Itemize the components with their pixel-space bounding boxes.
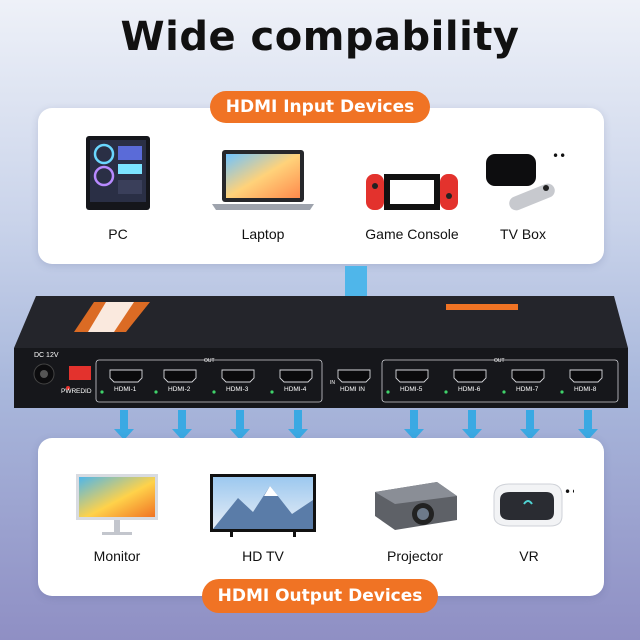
input-section-title: HDMI Input Devices: [210, 91, 430, 123]
edid-label: EDID: [76, 388, 92, 395]
power-label: DC 12V: [34, 352, 59, 359]
device-label-tv-box: TV Box: [500, 226, 546, 242]
pc-tower-icon: [86, 136, 150, 210]
port-label-hdmi-5: HDMI-5: [400, 386, 423, 393]
port-label-hdmi-6: HDMI-6: [458, 386, 481, 393]
output-section-title: HDMI Output Devices: [202, 579, 438, 613]
page-title: Wide compability: [120, 14, 520, 60]
output-arrow-3: [230, 410, 250, 440]
device-monitor: Monitor: [72, 468, 162, 564]
output-arrow-6: [462, 410, 482, 440]
game-console-icon: [366, 174, 458, 210]
device-vr: ••• VR: [484, 468, 585, 564]
device-game-console: Game Console: [352, 130, 472, 242]
vr-headset-icon: •••: [493, 483, 585, 527]
output-arrow-7: [520, 410, 540, 440]
hd-tv-icon: [210, 474, 316, 537]
monitor-icon: [76, 474, 158, 535]
pwr-label: PWR: [61, 388, 77, 395]
device-label-projector: Projector: [386, 548, 444, 564]
device-label-game-console: Game Console: [365, 226, 459, 242]
port-label-hdmi-1: HDMI-1: [114, 386, 137, 393]
port-label-hdmi-2: HDMI-2: [168, 386, 191, 393]
port-label-hdmi-8: HDMI-8: [574, 386, 597, 393]
output-arrow-1: [114, 410, 134, 440]
projector-icon: [375, 482, 457, 530]
device-label-pc: PC: [108, 226, 128, 242]
port-label-hdmi-3: HDMI-3: [226, 386, 249, 393]
device-projector: Projector: [365, 468, 465, 564]
device-pc: PC: [68, 130, 168, 242]
laptop-icon: [212, 150, 314, 210]
tv-box-icon: •••: [486, 149, 573, 211]
device-label-laptop: Laptop: [241, 226, 285, 242]
splitter-body: [14, 296, 628, 408]
svg-text:•••: •••: [564, 485, 574, 499]
device-tv-box: ••• TV Box: [478, 130, 573, 242]
output-arrow-4: [288, 410, 308, 440]
svg-text:•••: •••: [552, 149, 568, 163]
output-arrow-2: [172, 410, 192, 440]
output-arrow-8: [578, 410, 598, 440]
device-label-hd-tv: HD TV: [242, 548, 284, 564]
device-label-monitor: Monitor: [93, 548, 141, 564]
out-group-label-left: OUT: [204, 358, 215, 364]
in-label: IN: [330, 380, 335, 386]
port-label-hdmi-in: HDMI IN: [340, 386, 365, 393]
port-label-hdmi-4: HDMI-4: [284, 386, 307, 393]
output-arrow-5: [404, 410, 424, 440]
device-laptop: Laptop: [208, 130, 318, 242]
device-hd-tv: HD TV: [208, 468, 318, 564]
port-label-hdmi-7: HDMI-7: [516, 386, 539, 393]
out-group-label-right: OUT: [494, 358, 505, 364]
device-label-vr: VR: [519, 548, 539, 564]
hdmi-splitter: DC 12V PWR EDID OUT OUT IN HDMI-1 HDMI-2…: [14, 296, 628, 408]
